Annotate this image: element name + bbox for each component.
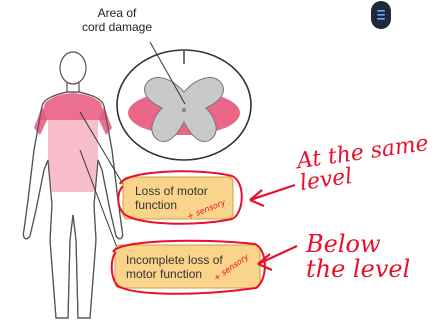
- hamburger-menu-icon: [371, 1, 391, 29]
- below-level-note: Below the level: [306, 232, 410, 282]
- hand-arrow-1: [250, 185, 295, 206]
- cord-cross-section: [117, 50, 251, 160]
- menu-button[interactable]: [371, 1, 391, 29]
- callout-2-text: Incomplete loss of motor function: [126, 253, 223, 281]
- cord-damage-label: Area of cord damage: [78, 6, 156, 34]
- body-figure: [23, 52, 122, 318]
- hand-arrow-2: [258, 246, 297, 270]
